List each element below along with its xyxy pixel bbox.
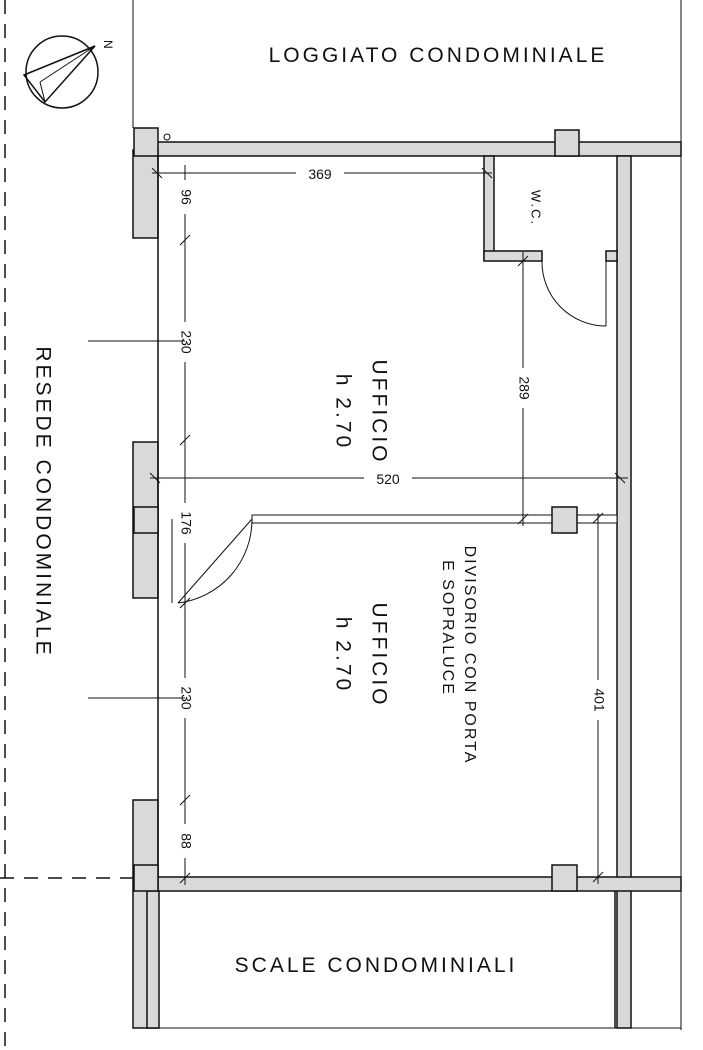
pillar-nw-marker <box>163 133 171 141</box>
dim-176-bg <box>176 503 194 543</box>
dim-88-bg <box>176 824 194 858</box>
north-label: N <box>101 40 115 49</box>
office-door-leaf <box>177 518 253 604</box>
room2-name: UFFICIO <box>367 603 390 708</box>
label-wc: W.C. <box>529 190 544 226</box>
partition-note-line1: DIVISORIO CON PORTA <box>461 546 478 765</box>
room1-name: UFFICIO <box>367 360 390 465</box>
label-loggiato: LOGGIATO CONDOMINIALE <box>269 44 608 67</box>
dim-230-top: 230 <box>178 330 194 354</box>
dim-tick <box>592 512 604 524</box>
dim-tick <box>151 167 163 179</box>
wc-door-swing <box>541 260 607 327</box>
dim-tick <box>592 871 604 883</box>
label-scale: SCALE CONDOMINIALI <box>235 954 518 977</box>
dim-tick <box>517 513 529 525</box>
dim-176: 176 <box>178 511 194 535</box>
dim-369: 369 <box>308 166 332 182</box>
pillar-n <box>554 129 580 157</box>
dim-369-bg <box>296 164 344 182</box>
dim-tick <box>481 167 493 179</box>
dim-289-bg <box>514 368 532 408</box>
dim-230-top-bg <box>176 322 194 362</box>
pillar-nw <box>133 127 159 157</box>
dim-401-bg <box>589 680 607 720</box>
dim-401: 401 <box>591 688 607 712</box>
dim-tick <box>614 472 626 484</box>
label-resede: RESEDE CONDOMINIALE <box>31 346 54 657</box>
dim-96-bg <box>176 180 194 214</box>
wall-stair-left <box>146 890 160 1029</box>
wall-east <box>616 155 632 1029</box>
dim-520-bg <box>364 469 412 487</box>
north-arrow-icon <box>22 35 99 109</box>
dim-230-bottom: 230 <box>178 686 194 710</box>
room2-height: h 2.70 <box>331 617 354 693</box>
wall-bottom <box>157 876 682 892</box>
dim-88: 88 <box>178 833 194 849</box>
wall-west-1 <box>132 149 159 239</box>
dim-left-ticks <box>179 234 191 884</box>
dim-tick <box>149 472 161 484</box>
pillar-s <box>551 864 578 892</box>
pillar-sw <box>133 864 159 892</box>
wall-top <box>156 141 682 157</box>
dim-tick <box>517 255 529 267</box>
dim-289: 289 <box>516 376 532 400</box>
partition-note-line2: E SOPRALUCE <box>439 560 456 696</box>
dim-96: 96 <box>178 189 194 205</box>
pillar-w-mid <box>133 506 159 534</box>
wc-wall-south-right <box>605 250 618 262</box>
room1-height: h 2.70 <box>331 374 354 450</box>
wc-wall-south-left <box>483 250 543 262</box>
pillar-mid <box>551 506 578 534</box>
dim-520: 520 <box>376 471 400 487</box>
office-door-swing <box>177 518 253 604</box>
